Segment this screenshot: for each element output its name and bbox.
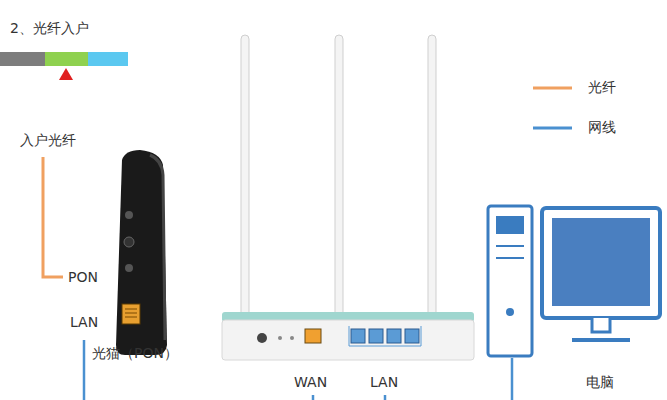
diagram-title: 2、光纤入户 xyxy=(10,20,89,37)
legend-text: 网线 xyxy=(588,119,616,136)
port-label: LAN xyxy=(70,314,98,331)
device-label: 光猫（PON） xyxy=(92,345,178,362)
port-label: LAN xyxy=(370,374,398,391)
port-label: PON xyxy=(68,269,98,286)
fiber-label: 入户光纤 xyxy=(20,132,76,149)
port-label: WAN xyxy=(294,374,327,391)
device-label: 电脑 xyxy=(586,374,614,391)
legend-text: 光纤 xyxy=(588,79,616,96)
